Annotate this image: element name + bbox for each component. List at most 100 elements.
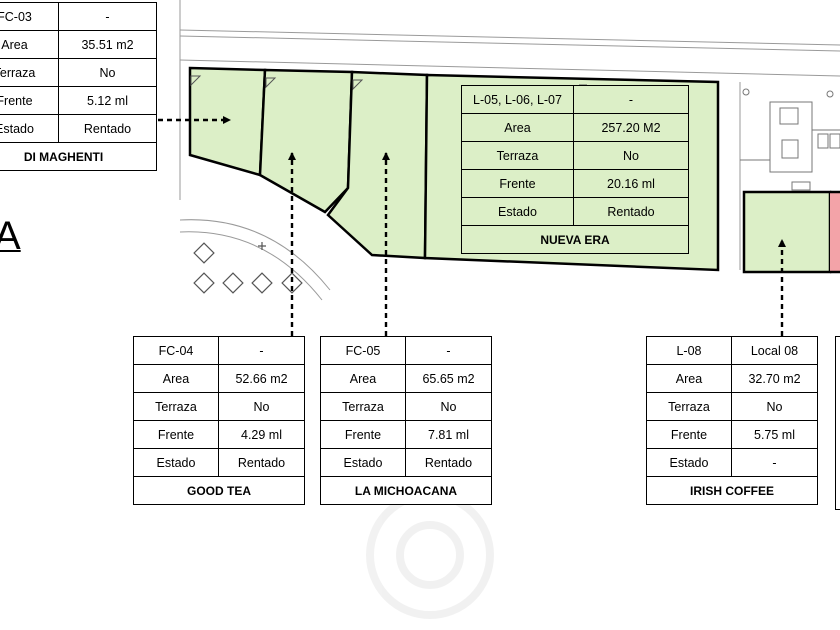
row-label: Estado [133,448,219,477]
row-value: 65.65 m2 [405,364,492,393]
row-value: 257.20 M2 [573,113,689,142]
table-row: Estado- [646,448,818,477]
row-value: 52.66 m2 [218,364,305,393]
unit-id-label: L-05, L-06, L-07 [461,85,574,114]
row-value: 4.29 ml [218,420,305,449]
row-label: Estado [320,448,406,477]
row-label: Frente [461,169,574,198]
leader-lines [158,116,786,336]
unit-fc03 [188,66,267,177]
row-label: Terraza [0,58,59,87]
unit-edge-red [830,190,840,274]
section-letter: A [0,214,21,258]
watermark [366,491,494,619]
table-row: FC-05- [320,336,492,365]
row-value: Rentado [58,114,157,143]
row-label: Terraza [320,392,406,421]
row-value: No [58,58,157,87]
row-value: 5.75 ml [731,420,818,449]
row-value: No [573,141,689,170]
row-value: No [731,392,818,421]
unit-l08 [742,190,832,274]
table-row: FC-04- [133,336,305,365]
row-label: Frente [133,420,219,449]
tenant-name: GOOD TEA [133,476,305,505]
row-label: Estado [0,114,59,143]
row-value: - [731,448,818,477]
row-value: Rentado [405,448,492,477]
row-label: Frente [646,420,732,449]
seating-icons [193,242,303,294]
table-row: NUEVA ERA [461,225,689,254]
row-value: No [405,392,492,421]
unit-id-value: - [218,336,305,365]
row-label: Terraza [646,392,732,421]
row-value: No [218,392,305,421]
unit-id-label: FC-05 [320,336,406,365]
restroom-area [740,88,840,191]
row-label: Terraza [461,141,574,170]
row-value: 20.16 ml [573,169,689,198]
row-value: Rentado [573,197,689,226]
row-label: Area [320,364,406,393]
row-value: 7.81 ml [405,420,492,449]
unit-id-value: - [58,2,157,31]
row-label: Frente [320,420,406,449]
tenant-name: LA MICHOACANA [320,476,492,505]
row-label: Area [461,113,574,142]
unit-fc04 [258,68,354,214]
table-row: LA MICHOACANA [320,476,492,505]
row-label: Frente [0,86,59,115]
corridor-structure [179,0,840,301]
unit-red [830,192,840,272]
table-row: FC-03- [0,2,157,31]
row-value: 5.12 ml [58,86,157,115]
table-row: IRISH COFFEE [646,476,818,505]
row-value: 35.51 m2 [58,30,157,59]
tenant-name: IRISH COFFEE [646,476,818,505]
row-value: 32.70 m2 [731,364,818,393]
unit-id-value: - [573,85,689,114]
tenant-name: DI MAGHENTI [0,142,157,171]
unit-id-label: FC-04 [133,336,219,365]
unit-id-label: L-08 [646,336,732,365]
row-label: Estado [646,448,732,477]
row-label: Area [133,364,219,393]
table-row: GOOD TEA [133,476,305,505]
row-label: Area [646,364,732,393]
row-value: Rentado [218,448,305,477]
unit-id-label: FC-03 [0,2,59,31]
table-row: L-05, L-06, L-07- [461,85,689,114]
table-row: DI MAGHENTI [0,142,157,171]
row-label: Terraza [133,392,219,421]
row-label: Area [0,30,59,59]
unit-id-value: - [405,336,492,365]
row-label: Estado [461,197,574,226]
partial-table-edge [835,336,840,510]
tenant-name: NUEVA ERA [461,225,689,254]
